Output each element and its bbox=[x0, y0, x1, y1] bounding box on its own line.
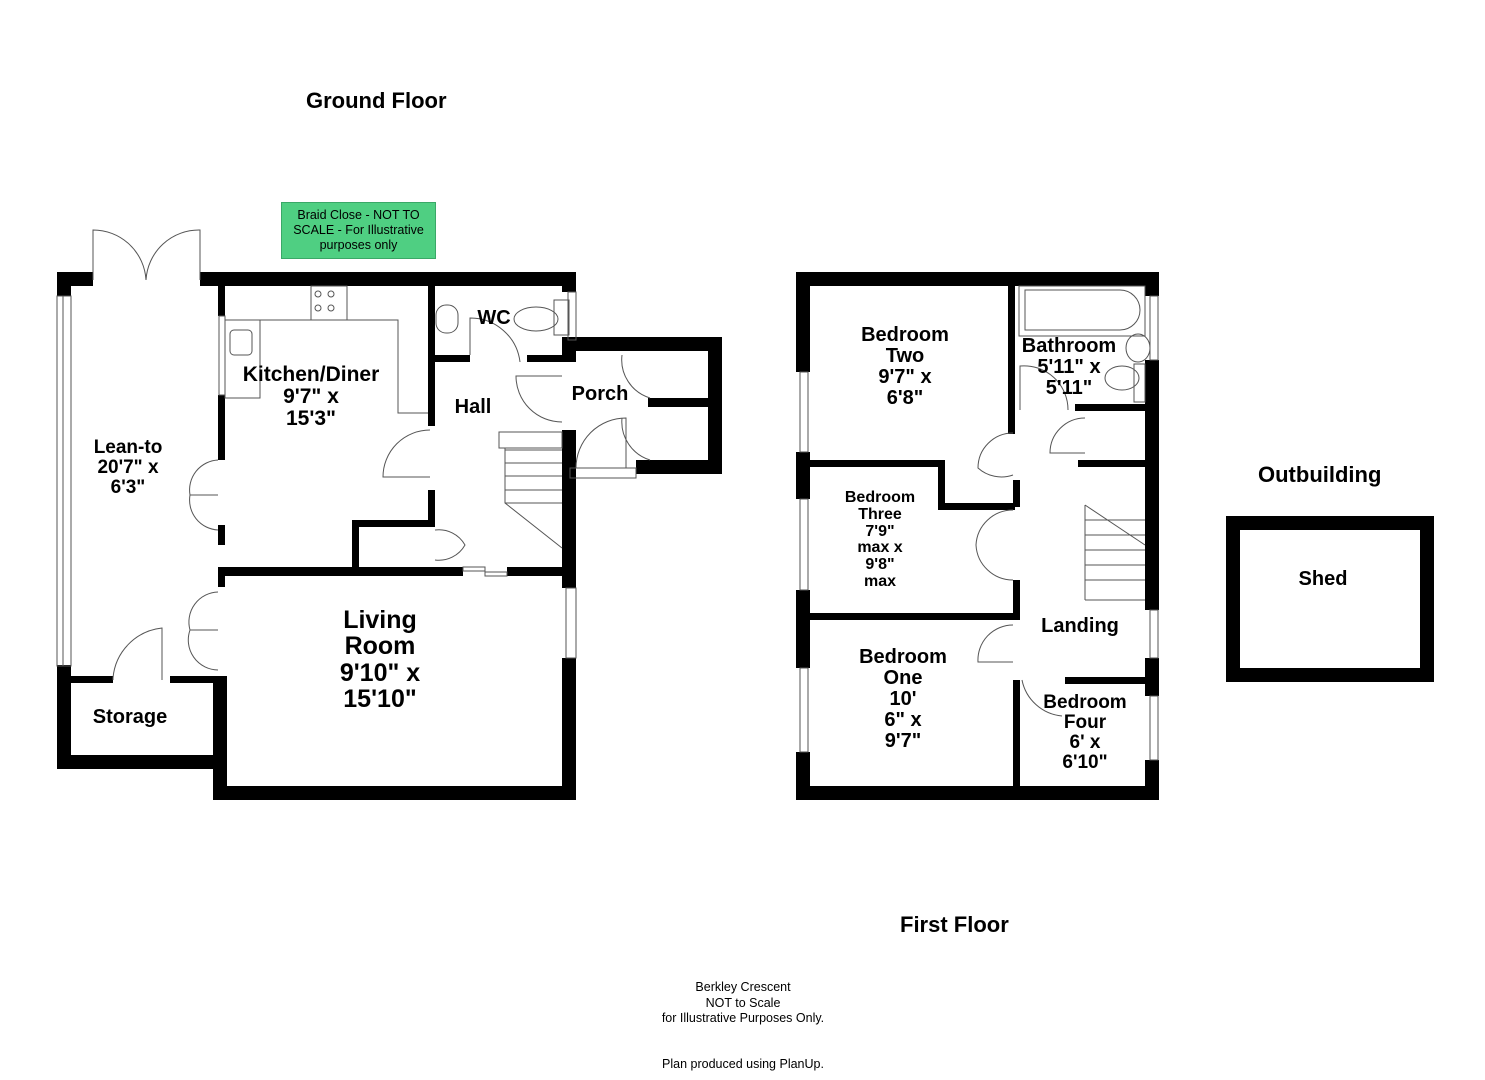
room-kitchen-diner: Kitchen/Diner 9'7" x 15'3" bbox=[242, 363, 380, 431]
scale-note-badge: Braid Close - NOT TO SCALE - For Illustr… bbox=[281, 202, 436, 259]
room-wc: WC bbox=[477, 307, 511, 329]
ground-floor-fixtures bbox=[56, 229, 651, 680]
room-shed: Shed bbox=[1298, 568, 1348, 590]
room-hall: Hall bbox=[454, 396, 492, 418]
ground-floor-walls bbox=[57, 272, 722, 800]
first-floor-fixtures bbox=[799, 285, 1159, 761]
room-bathroom: Bathroom 5'11" x 5'11" bbox=[1021, 335, 1117, 399]
room-storage: Storage bbox=[92, 706, 168, 728]
room-lean-to: Lean-to 20'7" x 6'3" bbox=[93, 437, 163, 498]
first-floor-walls bbox=[796, 272, 1159, 800]
credit-text: Plan produced using PlanUp. bbox=[662, 1057, 824, 1071]
outbuilding-title: Outbuilding bbox=[1258, 462, 1382, 487]
ground-floor-title: Ground Floor bbox=[306, 88, 447, 113]
disclaimer-text: Berkley Crescent NOT to Scale for Illust… bbox=[661, 980, 825, 1026]
room-porch: Porch bbox=[571, 383, 629, 405]
room-landing: Landing bbox=[1041, 615, 1119, 637]
room-bedroom-four: Bedroom Four 6' x 6'10" bbox=[1043, 692, 1127, 773]
room-bedroom-three: Bedroom Three 7'9" max x 9'8" max bbox=[844, 489, 916, 590]
room-bedroom-one: Bedroom One 10' 6" x 9'7" bbox=[859, 646, 947, 752]
outbuilding-walls bbox=[1226, 516, 1434, 682]
room-living-room: Living Room 9'10" x 15'10" bbox=[339, 606, 421, 713]
first-floor-title: First Floor bbox=[900, 912, 1009, 937]
room-bedroom-two: Bedroom Two 9'7" x 6'8" bbox=[861, 324, 949, 409]
